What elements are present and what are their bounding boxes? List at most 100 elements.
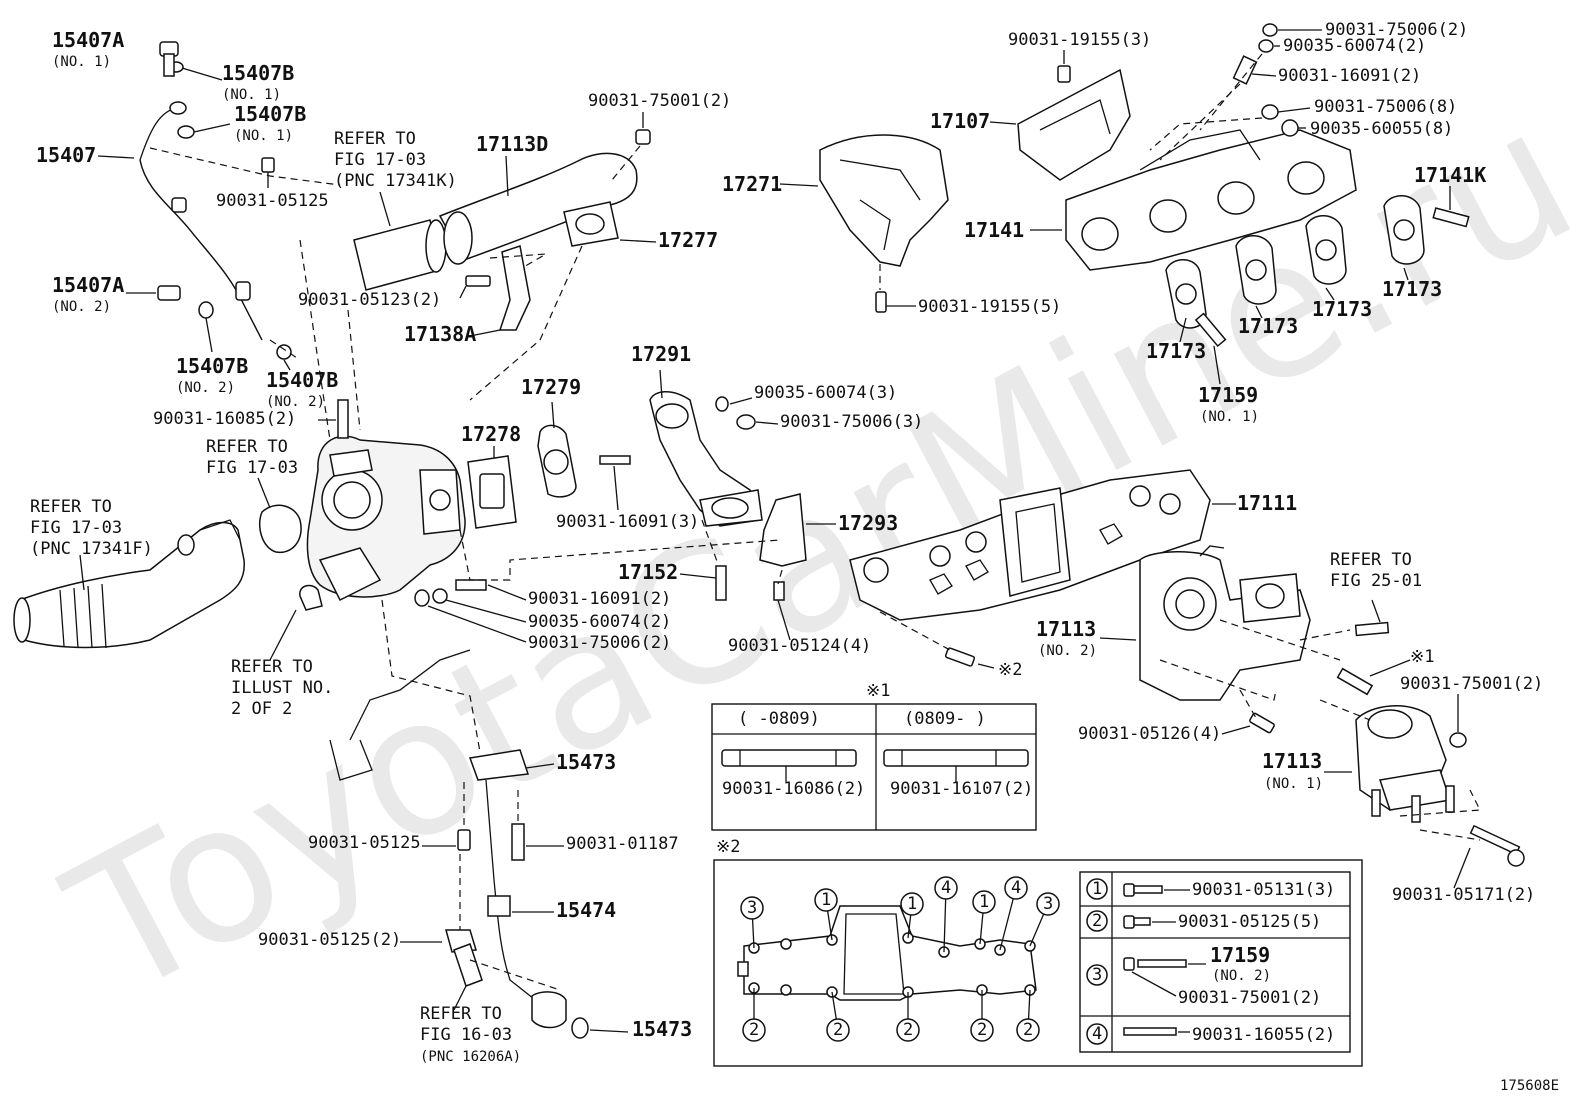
intake-manifold-17111	[849, 469, 1236, 669]
callout1-frame	[711, 703, 1037, 831]
legend-number: 4	[1092, 1024, 1102, 1044]
legend-part: 90031-16055(2)	[1192, 1025, 1335, 1045]
part-label: 17152	[618, 560, 678, 584]
part-label: 17278	[461, 422, 521, 446]
part-label: REFER TO	[1330, 550, 1412, 570]
part-label: REFER TO	[334, 129, 416, 149]
turbocharger	[269, 399, 466, 661]
legend-part-note: (NO. 2)	[1212, 968, 1271, 984]
bolt-number-circle	[934, 876, 958, 900]
legend-number: 1	[1092, 879, 1102, 899]
legend-number-circle	[1086, 910, 1108, 932]
bolt-number-circle	[970, 1018, 994, 1042]
turbo-fasteners	[414, 529, 781, 643]
bolt-number-circle	[1036, 892, 1060, 916]
callout1-part-right: 90031-16107(2)	[890, 779, 1033, 799]
callout1-marker: ※1	[866, 681, 890, 701]
part-label: 90031-05124(4)	[728, 636, 871, 656]
part-label: (PNC 17341F)	[30, 539, 153, 559]
part-label: 90031-05125(2)	[258, 930, 401, 950]
part-label: 90031-16091(2)	[528, 589, 671, 609]
part-label: 90031-75001(2)	[1400, 674, 1543, 694]
part-label: 15473	[632, 1017, 692, 1041]
bolt-number-circle	[896, 1018, 920, 1042]
air-pipe-17113d	[299, 112, 657, 441]
bracket-17107	[989, 50, 1131, 181]
part-label: 90035-60074(3)	[754, 383, 897, 403]
part-labels: 15407A(NO. 1)15407B(NO. 1)15407B(NO. 1)1…	[30, 20, 1543, 1065]
bolt-number-circle	[742, 1018, 766, 1042]
part-label: 17173	[1146, 339, 1206, 363]
part-label: (NO. 2)	[52, 299, 111, 315]
part-label: 17173	[1238, 314, 1298, 338]
legend-number-circle	[1086, 1023, 1108, 1045]
bolt-number-circle	[900, 892, 924, 916]
part-label: 90031-05125	[216, 191, 329, 211]
part-label: 90031-01187	[566, 834, 679, 854]
part-label: 15473	[556, 750, 616, 774]
part-label: 15407B	[234, 102, 306, 126]
part-label: 90031-05123(2)	[298, 290, 441, 310]
part-label: 17138A	[404, 322, 476, 346]
part-label: FIG 16-03	[420, 1025, 512, 1045]
part-label: REFER TO	[231, 657, 313, 677]
part-label: 17173	[1312, 297, 1372, 321]
intake-hose	[13, 477, 302, 649]
part-label: 17159	[1198, 383, 1258, 407]
part-label: 17113D	[476, 132, 548, 156]
bolt-number: 4	[941, 878, 951, 898]
part-label: 90031-16091(2)	[1278, 66, 1421, 86]
part-label: FIG 17-03	[206, 458, 298, 478]
bolt-number-circle	[1004, 876, 1028, 900]
part-label: (NO. 1)	[234, 128, 293, 144]
legend-number: 3	[1092, 965, 1102, 985]
part-label: 90031-05125	[308, 833, 421, 853]
bolt-number: 2	[749, 1020, 759, 1040]
bolt-number: 2	[833, 1020, 843, 1040]
elbow-17113-no1	[1319, 694, 1525, 889]
part-label: (NO. 2)	[176, 380, 235, 396]
elbow-17291	[649, 369, 836, 641]
part-label: 2 OF 2	[231, 699, 292, 719]
bolt-number: 2	[977, 1020, 987, 1040]
part-label: REFER TO	[420, 1004, 502, 1024]
part-label: 15407A	[52, 28, 124, 52]
legend-number: 2	[1092, 911, 1102, 931]
bolt-number: 1	[821, 890, 831, 910]
part-label: 17141	[964, 218, 1024, 242]
part-label: ※2	[998, 660, 1022, 680]
part-label: (NO. 2)	[266, 394, 325, 410]
part-label: (NO. 2)	[1038, 643, 1097, 659]
legend-part-nut: 90031-75001(2)	[1178, 988, 1321, 1008]
part-label: 15474	[556, 898, 616, 922]
part-label: 17279	[521, 375, 581, 399]
callout2-marker: ※2	[716, 837, 740, 857]
part-label: (NO. 1)	[52, 54, 111, 70]
part-label: 17107	[930, 109, 990, 133]
gaskets-17173	[1165, 186, 1470, 385]
callout1-col-right: (0809- )	[904, 709, 986, 729]
bolt-number: 1	[979, 892, 989, 912]
part-label: ※1	[1410, 647, 1434, 667]
part-label: 17173	[1382, 277, 1442, 301]
bolt-number: 2	[1023, 1020, 1033, 1040]
part-label: 17141K	[1414, 163, 1486, 187]
part-label: (NO. 1)	[1264, 776, 1323, 792]
part-label: FIG 25-01	[1330, 571, 1422, 591]
part-label: 17113	[1036, 617, 1096, 641]
part-label: 90031-75006(2)	[528, 633, 671, 653]
gaskets-center	[467, 401, 631, 529]
part-label: 17111	[1237, 491, 1297, 515]
bolt-number-circle	[826, 1018, 850, 1042]
callout2-frame	[713, 859, 1363, 1067]
part-label: 90031-16091(3)	[556, 512, 699, 532]
part-label: 17293	[838, 511, 898, 535]
part-label: 90031-16085(2)	[153, 409, 296, 429]
part-label: 15407	[36, 143, 96, 167]
bolt-number: 4	[1011, 878, 1021, 898]
bolt-number: 3	[747, 898, 757, 918]
part-label: 90035-60074(2)	[1283, 36, 1426, 56]
